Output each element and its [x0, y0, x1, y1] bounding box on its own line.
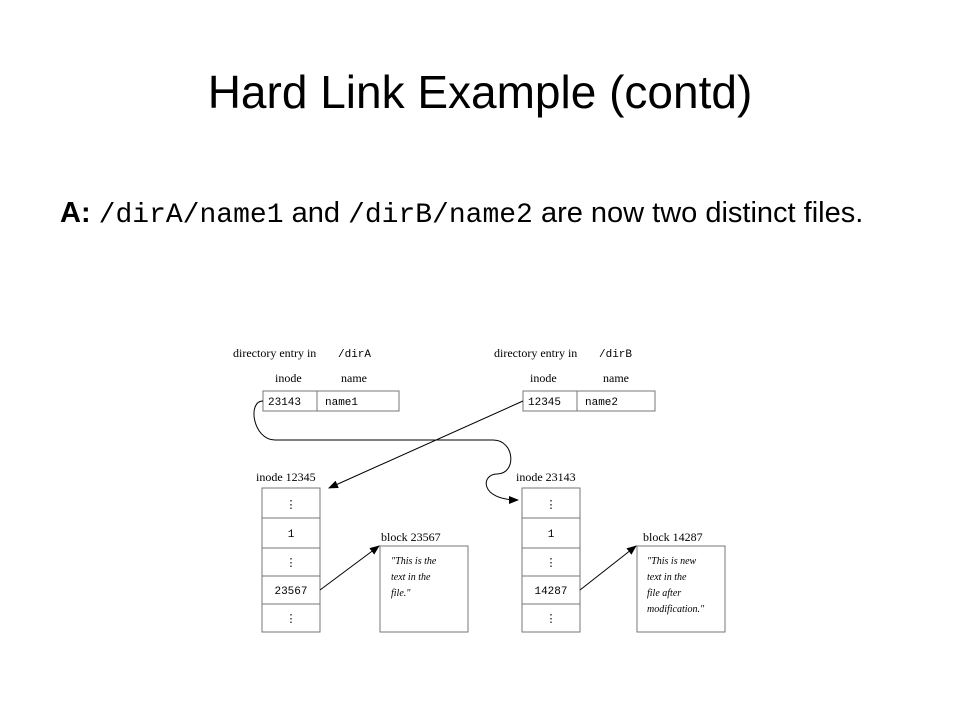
inode-right-row-3	[521, 547, 581, 577]
inode-left: inode 12345 ⋮ 1 ⋮ 23567 ⋮	[256, 470, 321, 633]
dir-b-name: /dirB	[599, 349, 632, 361]
block-right-line-3: file after	[647, 588, 681, 599]
block-right-line-1: "This is new	[647, 556, 697, 567]
hard-link-figure: directory entry in /dirA inode name 2314…	[225, 338, 745, 638]
inode-left-row-2	[261, 517, 321, 549]
inode-right-ellipsis-2: ⋮	[546, 558, 557, 570]
dir-a-caption: directory entry in	[233, 346, 316, 360]
block-left-line-2: text in the	[391, 572, 431, 583]
inode-left-ellipsis-2: ⋮	[286, 558, 297, 570]
path-b: /dirB/name2	[348, 200, 533, 231]
block-left-line-3: file."	[391, 588, 411, 599]
dir-b-caption: directory entry in	[494, 346, 577, 360]
link-dir-b-to-inode-12345	[328, 400, 524, 489]
dir-a-name-value: name1	[325, 397, 358, 409]
inode-left-row-4	[261, 575, 321, 605]
inode-right-row-5	[521, 603, 581, 633]
inode-right-block-ref: 14287	[534, 586, 567, 598]
slide-title: Hard Link Example (contd)	[207, 66, 753, 118]
block-right: block 14287 "This is new text in the fil…	[636, 530, 726, 633]
inode-left-block-ref: 23567	[274, 586, 307, 598]
inode-left-row-1	[261, 487, 321, 519]
block-left-line-1: "This is the	[391, 556, 437, 567]
link-dir-a-to-inode-23143	[253, 400, 519, 504]
inode-right-ellipsis-1: ⋮	[546, 500, 557, 512]
block-left: block 23567 "This is the text in the fil…	[379, 530, 469, 633]
link-inode-left-to-block-left	[319, 545, 380, 591]
block-right-line-4: modification."	[647, 604, 705, 615]
hard-link-diagram: directory entry in /dirA inode name 2314…	[233, 346, 726, 633]
block-right-line-2: text in the	[647, 572, 687, 583]
path-a: /dirA/name1	[98, 200, 284, 231]
statement-end: are now two distinct files.	[540, 197, 864, 229]
dir-entry-b: directory entry in /dirB inode name 1234…	[494, 346, 656, 412]
dir-b-col-inode: inode	[530, 371, 557, 385]
inode-left-row-5	[261, 603, 321, 633]
block-left-box	[379, 545, 469, 633]
dir-a-col-name: name	[341, 371, 367, 385]
inode-right-row-1	[521, 487, 581, 519]
dir-b-name-cell	[576, 390, 656, 412]
block-left-label: block 23567	[381, 530, 441, 544]
dir-b-inode-value: 12345	[528, 397, 561, 409]
answer-prefix: A:	[60, 197, 91, 229]
inode-right-label: inode 23143	[516, 470, 576, 484]
link-inode-right-to-block-right	[579, 545, 637, 591]
inode-right-row-4	[521, 575, 581, 605]
inode-right: inode 23143 ⋮ 1 ⋮ 14287 ⋮	[516, 470, 581, 633]
block-right-label: block 14287	[643, 530, 703, 544]
inode-right-ellipsis-3: ⋮	[546, 614, 557, 626]
block-right-box	[636, 545, 726, 633]
dir-a-inode-value: 23143	[268, 397, 301, 409]
dir-a-name: /dirA	[338, 349, 371, 361]
inode-left-label: inode 12345	[256, 470, 316, 484]
inode-left-ellipsis-3: ⋮	[286, 614, 297, 626]
inode-right-link-count: 1	[548, 529, 555, 541]
dir-b-col-name: name	[603, 371, 629, 385]
connector-and: and	[291, 197, 340, 229]
inode-left-ellipsis-1: ⋮	[286, 500, 297, 512]
dir-a-name-cell	[316, 390, 400, 412]
dir-b-name-value: name2	[585, 397, 618, 409]
dir-entry-a: directory entry in /dirA inode name 2314…	[233, 346, 400, 412]
dir-a-col-inode: inode	[275, 371, 302, 385]
slide-statement: A: /dirA/name1 and /dirB/name2 are now t…	[60, 188, 920, 241]
inode-left-link-count: 1	[288, 529, 295, 541]
